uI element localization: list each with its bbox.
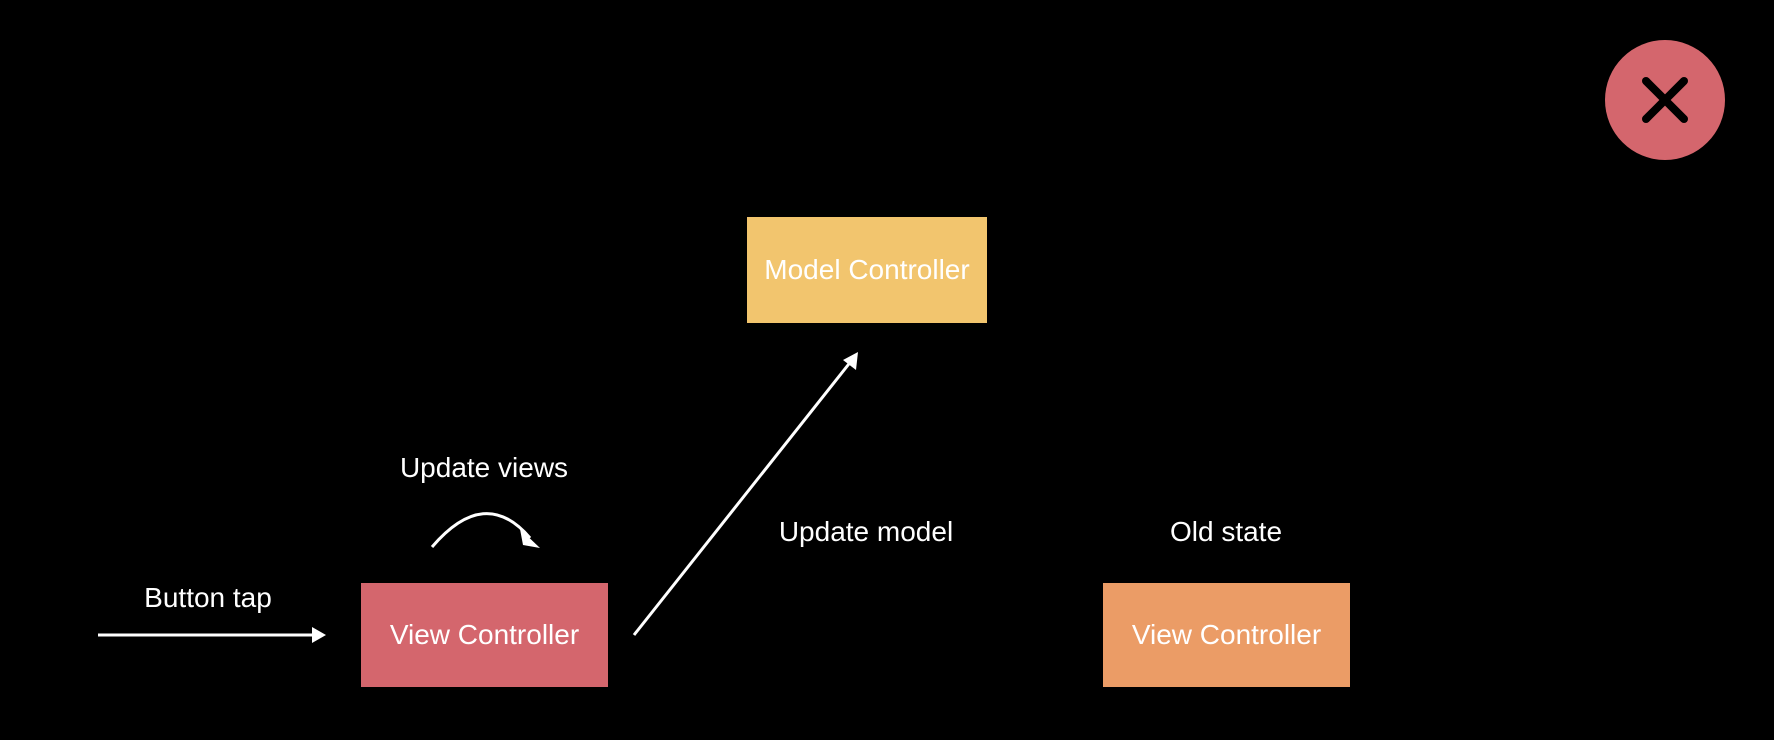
update-model-arrow [632,352,858,636]
old-state-label: Old state [1169,516,1283,547]
update-views-arrow [430,512,540,548]
view-controller-active-label: View Controller [389,619,580,650]
close-button[interactable] [1605,40,1725,160]
model-controller-box: Model Controller [747,217,987,323]
view-controller-old-box: View Controller [1103,583,1350,687]
view-controller-active-box: View Controller [361,583,608,687]
button-tap-arrow [98,627,326,643]
update-views-label: Update views [399,452,569,483]
model-controller-label: Model Controller [764,254,970,285]
button-tap-label: Button tap [144,582,272,613]
close-icon [1642,77,1688,123]
update-model-label: Update model [778,516,954,547]
view-controller-old-label: View Controller [1131,619,1322,650]
